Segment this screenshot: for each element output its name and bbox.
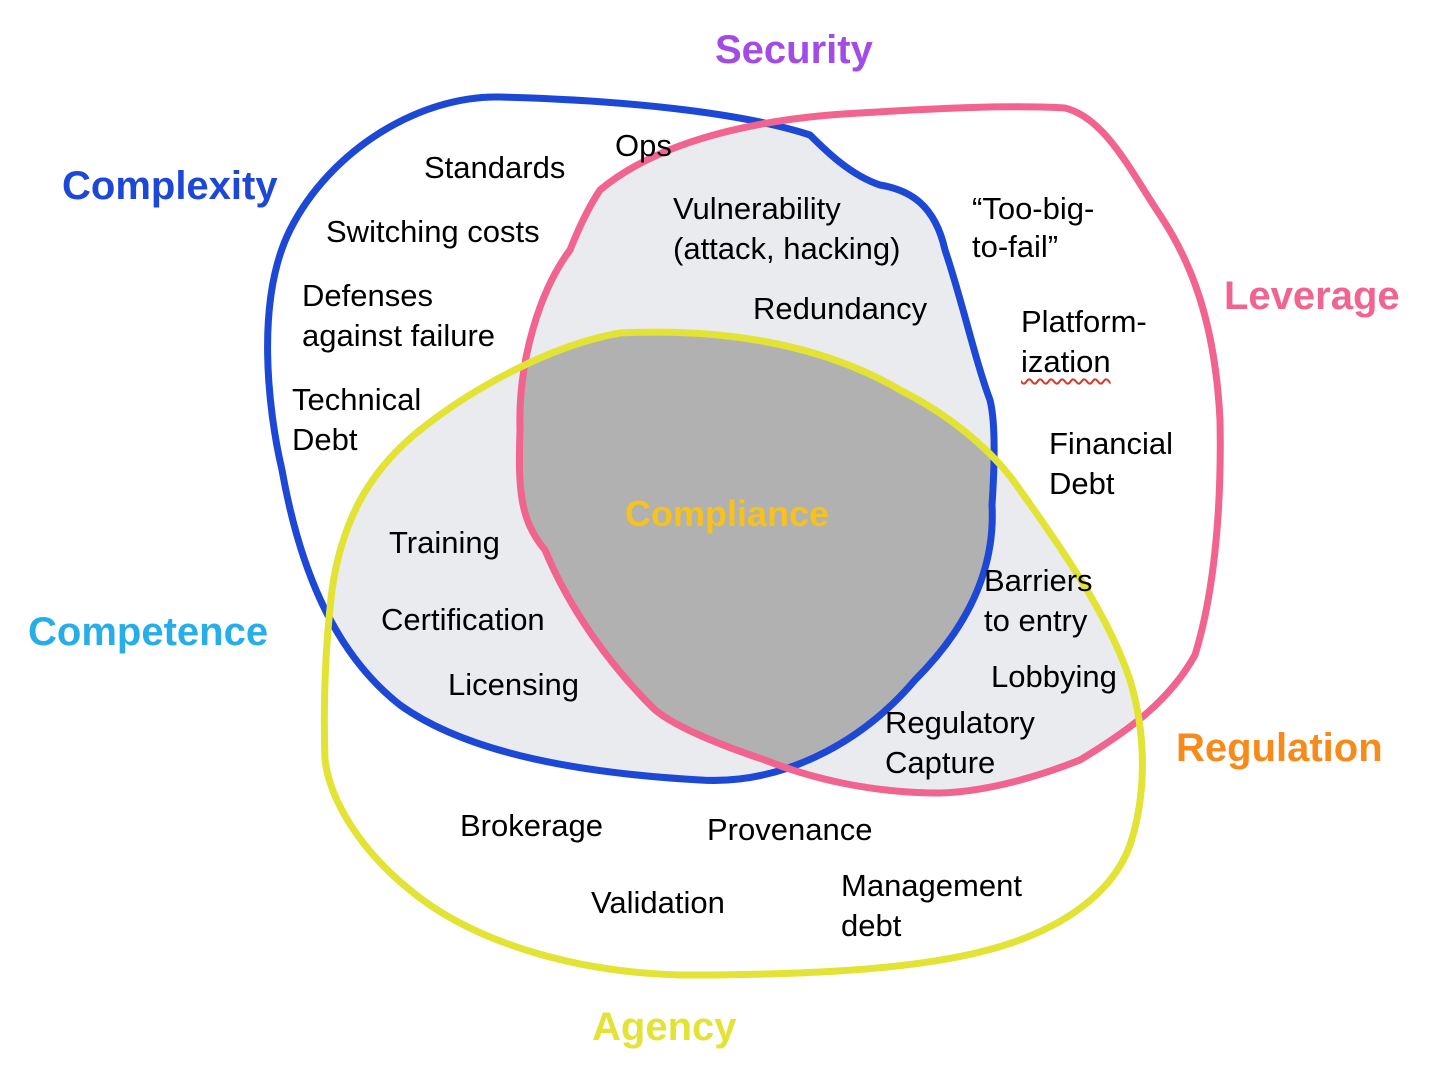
label-vulnerability-line1: Vulnerability (673, 191, 841, 226)
label-switching-costs: Switching costs (326, 214, 540, 249)
compliance-heading: Compliance (625, 493, 830, 534)
label-technical-line2: Debt (292, 422, 358, 457)
label-too-big-line1: “Too-big- (972, 191, 1095, 226)
label-financial-line1: Financial (1049, 426, 1174, 461)
label-management-line1: Management (841, 868, 1022, 903)
label-defenses-line1: Defenses (302, 278, 433, 313)
complexity-heading: Complexity (62, 164, 278, 208)
label-platform-line1: Platform- (1021, 304, 1147, 339)
label-licensing: Licensing (448, 667, 579, 702)
agency-heading: Agency (592, 1005, 737, 1049)
regulation-heading: Regulation (1176, 726, 1383, 770)
label-barriers-line2: to entry (984, 603, 1088, 638)
label-too-big-line2: to-fail” (972, 229, 1059, 264)
label-financial-line2: Debt (1049, 466, 1115, 501)
label-barriers-line1: Barriers (984, 563, 1093, 598)
label-training: Training (389, 525, 500, 560)
label-technical-line1: Technical (292, 382, 422, 417)
label-provenance: Provenance (707, 812, 873, 847)
label-defenses-line2: against failure (302, 318, 496, 353)
label-redundancy: Redundancy (753, 291, 928, 326)
label-ops: Ops (615, 128, 672, 163)
label-certification: Certification (381, 602, 545, 637)
label-lobbying: Lobbying (991, 659, 1117, 694)
leverage-heading: Leverage (1224, 274, 1400, 318)
label-regulatory-line1: Regulatory (885, 705, 1035, 740)
label-brokerage: Brokerage (460, 808, 604, 843)
label-vulnerability-line2: (attack, hacking) (673, 231, 901, 266)
label-standards: Standards (424, 150, 566, 185)
label-regulatory-line2: Capture (885, 745, 996, 780)
label-validation: Validation (591, 885, 725, 920)
competence-heading: Competence (28, 610, 269, 654)
label-management-line2: debt (841, 908, 902, 943)
security-heading: Security (715, 28, 873, 72)
label-platform-line2: ization (1021, 344, 1111, 379)
